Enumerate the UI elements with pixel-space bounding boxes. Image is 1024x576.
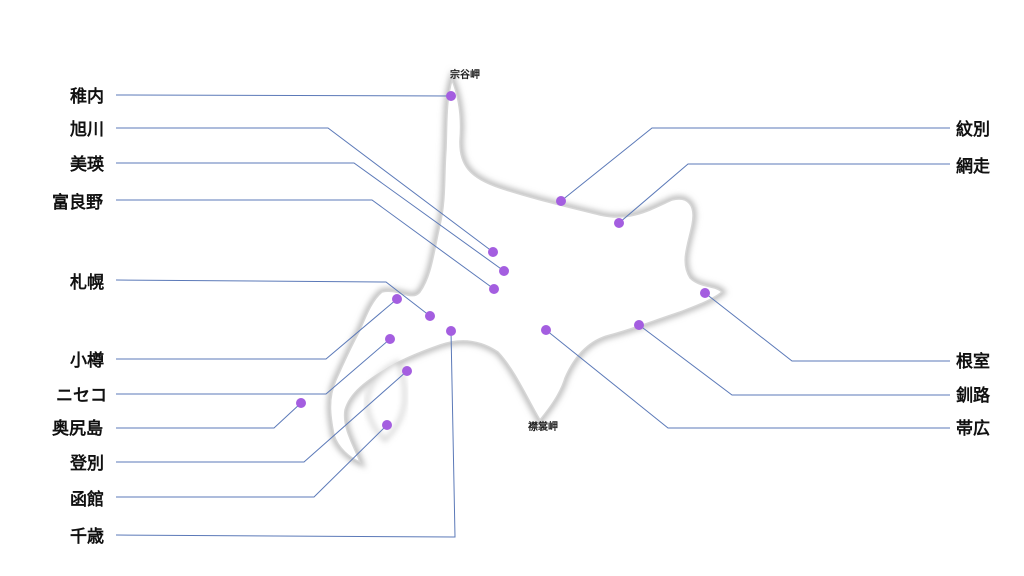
marker-chitose[interactable] — [446, 326, 456, 336]
label-abashiri: 網走 — [956, 156, 990, 177]
label-biei: 美瑛 — [70, 154, 105, 175]
label-chitose: 千歳 — [70, 526, 104, 547]
leader-noboribetsu — [116, 370, 408, 463]
marker-otaru[interactable] — [392, 294, 402, 304]
label-otaru: 小樽 — [70, 350, 104, 371]
marker-sapporo[interactable] — [425, 311, 435, 321]
marker-okushiri[interactable] — [296, 398, 306, 408]
leader-monbetsu — [560, 127, 950, 202]
leader-wakkanai — [115, 94, 452, 97]
marker-hakodate[interactable] — [382, 420, 392, 430]
label-niseko: ニセコ — [56, 386, 107, 406]
leader-chitose — [115, 330, 456, 538]
label-noboribetsu: 登別 — [69, 453, 104, 474]
cape-erimo: 襟裳岬 — [528, 420, 558, 433]
leader-abashiri — [618, 163, 950, 224]
leader-niseko — [116, 338, 391, 395]
label-asahikawa: 旭川 — [69, 119, 104, 140]
leader-hakodate — [116, 424, 388, 498]
land-fill — [329, 77, 724, 464]
city-markers — [296, 91, 710, 430]
label-furano: 富良野 — [52, 192, 103, 213]
label-kushiro: 釧路 — [956, 385, 991, 406]
leader-sapporo — [115, 279, 431, 317]
label-sapporo: 札幌 — [69, 272, 104, 293]
leader-asahikawa — [116, 127, 494, 253]
hokkaido-island — [327, 69, 728, 469]
leader-furano — [116, 199, 495, 290]
cape-labels: 宗谷岬 襟裳岬 — [450, 68, 558, 433]
leader-kushiro — [638, 324, 950, 396]
marker-noboribetsu[interactable] — [402, 366, 412, 376]
marker-abashiri[interactable] — [614, 218, 624, 228]
leader-nemuro — [704, 292, 950, 362]
city-labels: 稚内 旭川 美瑛 富良野 札幌 小樽 ニセコ 奥尻島 登別 函館 千歳 紋別 網… — [52, 86, 991, 547]
marker-nemuro[interactable] — [700, 288, 710, 298]
label-obihiro: 帯広 — [956, 418, 990, 439]
leader-lines — [115, 94, 950, 538]
label-hakodate: 函館 — [70, 489, 104, 510]
marker-niseko[interactable] — [385, 334, 395, 344]
leader-biei — [116, 162, 505, 272]
leader-okushiri — [116, 402, 302, 429]
label-monbetsu: 紋別 — [956, 119, 990, 140]
marker-kushiro[interactable] — [634, 320, 644, 330]
marker-biei[interactable] — [499, 266, 509, 276]
marker-asahikawa[interactable] — [488, 247, 498, 257]
cape-soya: 宗谷岬 — [450, 68, 480, 81]
label-wakkanai: 稚内 — [70, 86, 104, 107]
label-nemuro: 根室 — [956, 351, 990, 372]
marker-wakkanai[interactable] — [446, 91, 456, 101]
label-okushiri: 奥尻島 — [52, 418, 103, 439]
leader-obihiro — [545, 329, 950, 429]
marker-monbetsu[interactable] — [556, 196, 566, 206]
leader-otaru — [116, 298, 398, 360]
marker-obihiro[interactable] — [541, 325, 551, 335]
marker-furano[interactable] — [489, 284, 499, 294]
